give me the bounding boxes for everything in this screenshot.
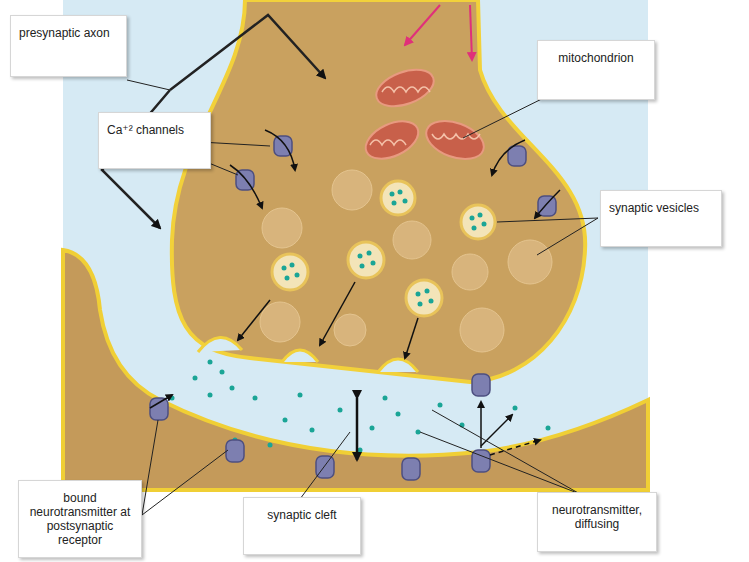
- label-box: neurotransmitter, diffusing: [537, 492, 657, 552]
- label-text: presynaptic axon: [19, 26, 118, 40]
- label-box: Ca⁺² channels: [98, 112, 211, 169]
- label-box: mitochondrion: [537, 40, 655, 100]
- label-box: bound neurotransmitter at postsynaptic r…: [18, 480, 142, 558]
- label-text: mitochondrion: [546, 51, 646, 65]
- label-text: neurotransmitter, diffusing: [546, 503, 648, 531]
- label-text: synaptic cleft: [252, 508, 352, 522]
- label-box: presynaptic axon: [10, 15, 127, 77]
- label-box: synaptic cleft: [243, 497, 361, 555]
- label-text: bound neurotransmitter at postsynaptic r…: [27, 491, 133, 547]
- label-text: synaptic vesicles: [609, 201, 713, 215]
- label-box: synaptic vesicles: [600, 190, 722, 247]
- label-text: Ca⁺² channels: [107, 123, 202, 137]
